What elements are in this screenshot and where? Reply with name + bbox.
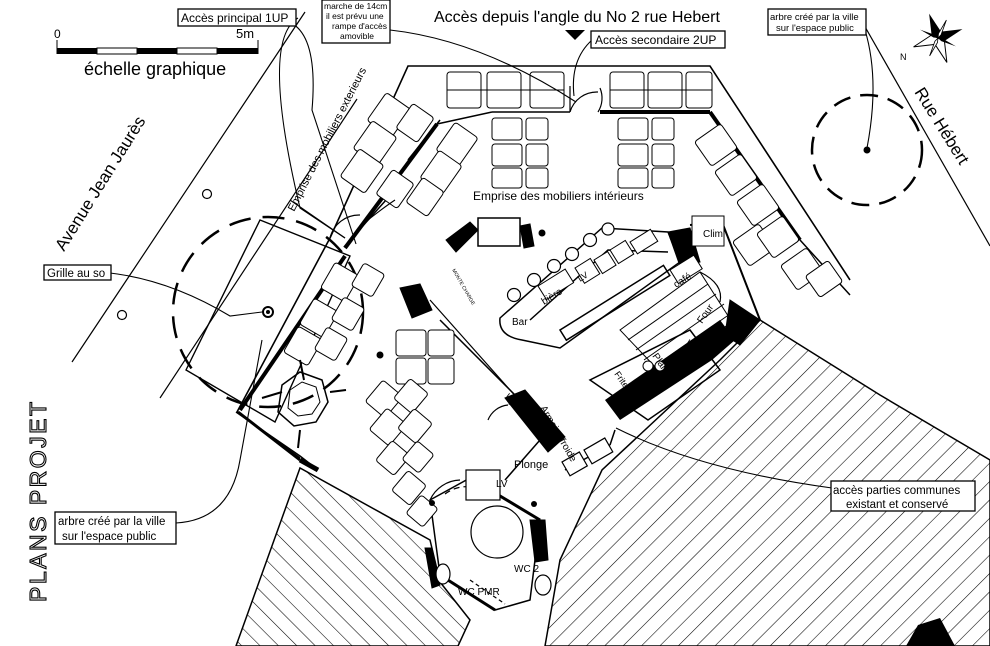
room-lv-bar: LV xyxy=(576,270,590,284)
room-wc2: WC 2 xyxy=(514,564,539,575)
room-wcpmr: WC PMR xyxy=(458,587,500,598)
callout-common-parts xyxy=(830,480,976,512)
callout-step-line-3: rampe d'accès xyxy=(332,21,387,31)
vertical-title: PLANS PROJET xyxy=(25,399,51,602)
tree-top-right xyxy=(810,93,924,207)
callout-step-note xyxy=(321,0,391,44)
callout-tree-bottom xyxy=(54,511,177,545)
scale-bar xyxy=(56,40,259,55)
zone-interior-furniture: Emprise des mobiliers intérieurs xyxy=(473,189,644,203)
doors xyxy=(329,86,603,501)
bar-counter xyxy=(499,227,681,349)
callout-tree-top-line-2: sur l'espace public xyxy=(776,23,854,34)
street-lines xyxy=(71,11,990,399)
bar-equipment xyxy=(537,215,725,301)
bollards xyxy=(116,188,213,321)
callout-step-line-4: amovible xyxy=(340,31,374,41)
wc-fixtures xyxy=(435,437,614,605)
scale-start: 0 xyxy=(54,27,61,41)
leader-lines xyxy=(109,17,874,524)
callout-step-line-1: marche de 14cm xyxy=(324,1,387,11)
plan-title: Accès depuis l'angle du No 2 rue Hebert xyxy=(434,9,720,26)
callout-secondary-access-text: Accès secondaire 2UP xyxy=(595,33,716,47)
room-vit: Vit xyxy=(502,392,516,406)
callout-tree-top xyxy=(767,8,867,36)
callout-main-access-text: Accès principal 1UP xyxy=(181,11,288,25)
round-table xyxy=(261,359,347,449)
street-avenue: Avenue Jean Jaurès xyxy=(51,113,149,254)
callout-grille-text: Grille au so xyxy=(47,268,105,280)
room-plonge: Plonge xyxy=(514,459,548,471)
compass-north: N xyxy=(900,52,907,62)
room-bar: Bar xyxy=(512,317,528,328)
callout-common-parts-line-2: existant et conservé xyxy=(846,499,948,511)
callout-grille xyxy=(43,264,112,281)
pillars xyxy=(376,229,546,507)
street-rue: Rue Hébert xyxy=(911,84,973,168)
compass-rose-icon xyxy=(913,13,963,63)
callout-common-parts-line-1: accès parties communes xyxy=(833,485,960,497)
room-monte-charge: MONTE CHARGE xyxy=(450,268,476,307)
callout-main-access xyxy=(177,8,297,27)
hatched-neighbour-left xyxy=(235,466,471,646)
callout-secondary-access xyxy=(590,30,726,49)
zone-exterior-furniture: Emprise des mobiliers exterieurs xyxy=(286,65,369,213)
scale-label: échelle graphique xyxy=(84,59,226,79)
room-clim: Clim xyxy=(703,229,723,240)
callout-tree-top-line-1: arbre créé par la ville xyxy=(770,12,859,23)
kitchen-stairs xyxy=(619,271,733,373)
callout-tree-bottom-line-2: sur l'espace public xyxy=(62,531,156,543)
bar-stools xyxy=(506,222,615,303)
access-arrow-icon xyxy=(565,30,585,40)
callout-step-line-2: il est prévu une xyxy=(326,11,384,21)
room-lv-wc: LV xyxy=(496,479,508,490)
scale-end: 5m xyxy=(236,26,254,41)
callout-tree-bottom-line-1: arbre créé par la ville xyxy=(58,516,165,528)
seating-interior xyxy=(283,71,843,527)
